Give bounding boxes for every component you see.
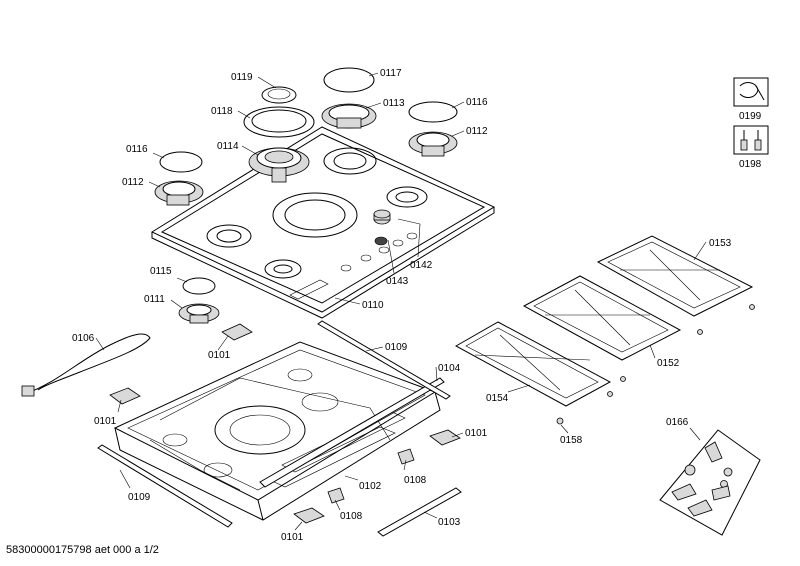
mounting-bracket-c[interactable]: [429, 429, 461, 446]
label-0119: 0119: [231, 72, 253, 83]
label-0153: 0153: [709, 238, 732, 249]
label-0109-rear: 0109: [385, 342, 408, 353]
burner-ring[interactable]: [243, 106, 315, 138]
label-0112-right: 0112: [466, 126, 488, 137]
clip-a[interactable]: [397, 448, 415, 465]
burner-cap-right[interactable]: [408, 101, 458, 123]
label-0113: 0113: [383, 98, 405, 109]
burner-head-rapid[interactable]: [321, 103, 377, 129]
burner-head-right[interactable]: [408, 131, 458, 157]
label-0108-b: 0108: [340, 511, 363, 522]
burner-head-auxiliary[interactable]: [178, 303, 220, 324]
side-rail-rear[interactable]: [317, 320, 451, 400]
label-0154: 0154: [486, 393, 509, 404]
tools-icon[interactable]: [733, 125, 769, 155]
label-0109-front: 0109: [128, 492, 151, 503]
label-0116-left: 0116: [126, 144, 148, 155]
wok-burner-crown[interactable]: [248, 147, 310, 183]
label-0118: 0118: [211, 106, 233, 117]
label-0198: 0198: [739, 159, 762, 170]
clip-b[interactable]: [327, 487, 345, 504]
side-rail-front[interactable]: [97, 444, 233, 528]
rubber-foot: [749, 304, 755, 310]
leader-lines: [95, 72, 707, 531]
burner-head-left[interactable]: [154, 180, 204, 206]
label-0166: 0166: [666, 417, 689, 428]
label-0102: 0102: [359, 481, 382, 492]
label-0111: 0111: [144, 294, 165, 305]
sealing-strip[interactable]: [377, 487, 462, 537]
pan-support-right[interactable]: [596, 235, 754, 317]
rubber-foot[interactable]: [556, 417, 564, 425]
part-labels: 0119 0117 0118 0113 0116 0112 0114 0116 …: [72, 68, 762, 543]
burner-cap-auxiliary[interactable]: [182, 277, 216, 295]
label-0101-d: 0101: [281, 532, 304, 543]
label-0117: 0117: [380, 68, 402, 79]
mains-cable[interactable]: [21, 333, 151, 397]
rubber-foot: [697, 329, 703, 335]
mounting-bracket-b[interactable]: [109, 387, 141, 405]
pan-support-left[interactable]: [454, 321, 612, 407]
document-footer: 58300000175798 aet 000 a 1/2: [6, 544, 159, 556]
burner-cap-left[interactable]: [159, 151, 203, 173]
rubber-foot: [607, 391, 613, 397]
label-0103: 0103: [438, 517, 461, 528]
label-0104: 0104: [438, 363, 461, 374]
label-0115: 0115: [150, 266, 172, 277]
service-manual-icon[interactable]: [733, 77, 769, 107]
label-0108-a: 0108: [404, 475, 427, 486]
burner-cap-large[interactable]: [323, 67, 375, 93]
label-0114: 0114: [217, 141, 239, 152]
label-0101-b: 0101: [94, 416, 117, 427]
base-tray[interactable]: [113, 341, 441, 521]
label-0199: 0199: [739, 111, 762, 122]
label-0143: 0143: [386, 276, 409, 287]
front-rail[interactable]: [259, 377, 445, 488]
label-0152: 0152: [657, 358, 680, 369]
label-0106: 0106: [72, 333, 95, 344]
accessory-kit[interactable]: [659, 429, 761, 536]
control-knob-part[interactable]: [373, 209, 391, 225]
burner-cap-small[interactable]: [261, 86, 297, 104]
mounting-bracket-d[interactable]: [293, 507, 325, 524]
label-0101-c: 0101: [465, 428, 488, 439]
label-0116-right: 0116: [466, 97, 488, 108]
label-0101-a: 0101: [208, 350, 231, 361]
label-0142: 0142: [410, 260, 433, 271]
label-0110: 0110: [362, 300, 384, 311]
pan-support-middle[interactable]: [522, 275, 682, 361]
label-0112-left: 0112: [122, 177, 144, 188]
label-0158: 0158: [560, 435, 583, 446]
rubber-foot: [620, 376, 626, 382]
mounting-bracket-a[interactable]: [221, 323, 253, 341]
igniter-part[interactable]: [374, 236, 388, 246]
